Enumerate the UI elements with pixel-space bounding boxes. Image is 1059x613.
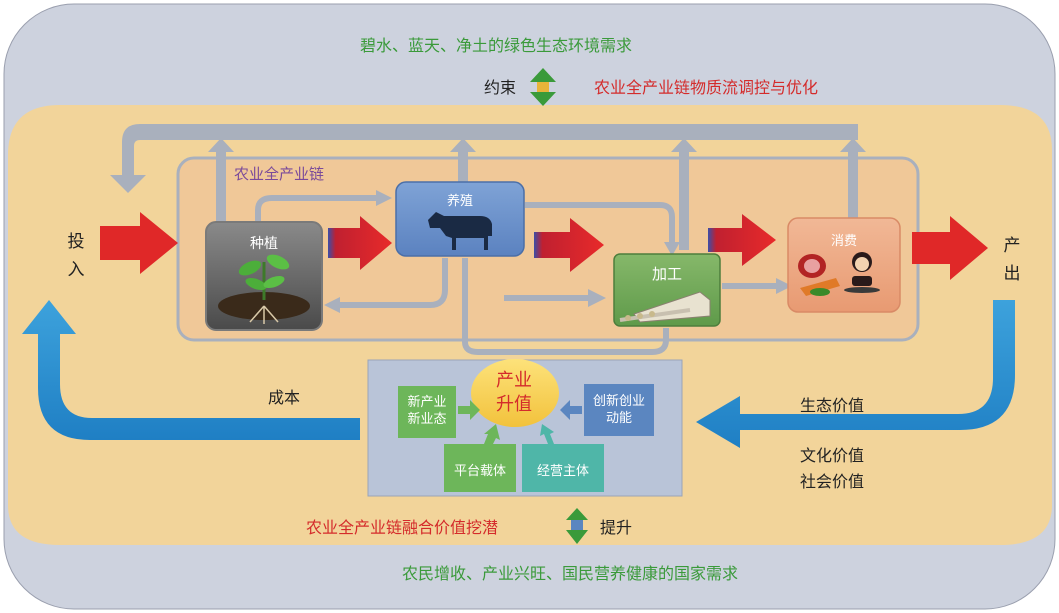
red-flow-arrows	[100, 212, 988, 280]
innovation-line2: 动能	[605, 411, 632, 426]
new-industry-line2: 新业态	[407, 412, 447, 427]
food-icon	[798, 254, 840, 296]
ecological-value-label: 生态价值	[800, 396, 865, 415]
upgrade-small-arrows	[458, 400, 582, 446]
blue-return-arrow-right	[696, 300, 1015, 448]
planting-label: 种植	[250, 236, 278, 252]
improve-label: 提升	[600, 518, 633, 537]
improve-arrows-icon	[566, 508, 588, 544]
output-label: 产出	[1003, 236, 1021, 284]
operator-box	[522, 444, 604, 492]
new-industry-box	[398, 386, 456, 438]
innovation-label: 创新创业 动能	[584, 393, 654, 427]
top-need-text: 碧水、蓝天、净土的绿色生态环境需求	[360, 36, 633, 55]
constraint-label: 约束	[484, 78, 517, 97]
platform-box	[444, 444, 516, 492]
upward-gray-arrows	[208, 138, 866, 250]
cultural-value-label: 文化价值	[800, 446, 865, 465]
factory-icon	[619, 291, 711, 323]
upgrade-center-line1: 产业	[496, 370, 532, 391]
cost-label: 成本	[268, 388, 301, 407]
social-value-label: 社会价值	[800, 472, 865, 491]
bottom-need-text: 农民增收、产业兴旺、国民营养健康的国家需求	[402, 564, 739, 583]
breeding-label: 养殖	[446, 194, 473, 209]
consumption-label: 消费	[830, 234, 857, 249]
value-mining-label: 农业全产业链融合价值挖潜	[306, 518, 499, 537]
input-label: 投入	[67, 232, 85, 280]
upgrade-center-line2: 升值	[496, 394, 532, 415]
optimization-label: 农业全产业链物质流调控与优化	[594, 78, 819, 97]
new-industry-label: 新产业 新业态	[398, 394, 456, 428]
feedback-arrow-left	[110, 124, 190, 193]
upgrade-center-ellipse	[471, 359, 559, 427]
innovation-box	[584, 384, 654, 436]
innovation-line1: 创新创业	[592, 394, 645, 409]
child-icon	[844, 252, 880, 293]
operator-label: 经营主体	[536, 464, 589, 479]
chain-title: 农业全产业链	[234, 165, 325, 183]
plant-icon	[218, 254, 310, 324]
cow-icon	[428, 212, 492, 250]
processing-label: 加工	[651, 265, 682, 283]
internal-gray-flows	[255, 195, 778, 355]
top-feedback-bar	[190, 124, 858, 140]
platform-label: 平台载体	[453, 464, 506, 479]
constraint-arrows-icon	[530, 68, 556, 106]
internal-gray-arrowheads	[324, 190, 792, 313]
blue-return-arrow-left	[22, 300, 360, 440]
new-industry-line1: 新产业	[407, 395, 447, 410]
